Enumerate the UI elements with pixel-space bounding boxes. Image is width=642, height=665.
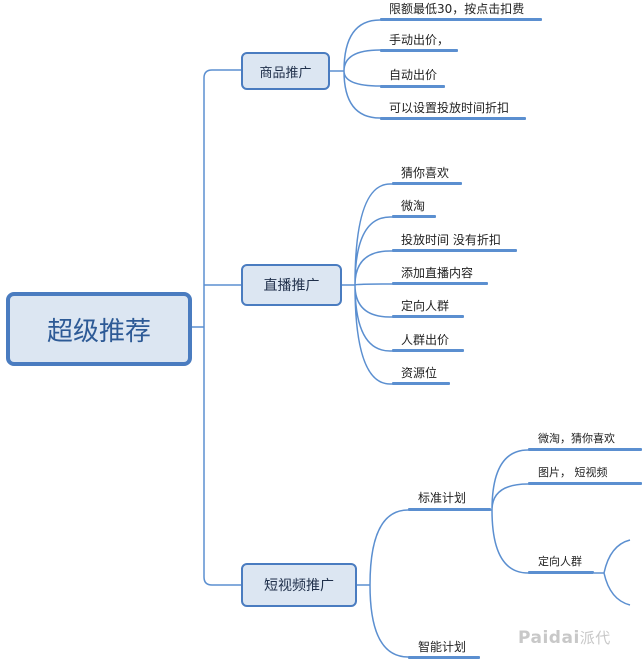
leaf-underline	[408, 656, 480, 659]
branch-live-promotion[interactable]: 直播推广	[241, 264, 342, 306]
connector-target-tail	[594, 539, 631, 606]
root-label: 超级推荐	[46, 316, 151, 347]
leaf-standard-1[interactable]: 图片， 短视频	[538, 466, 608, 479]
connector-live-fan	[342, 183, 394, 385]
branch-label: 短视频推广	[264, 578, 334, 594]
watermark-latin: Paidai	[518, 628, 580, 648]
leaf-underline	[528, 482, 642, 485]
leaf-underline	[392, 215, 436, 218]
leaf-product-0[interactable]: 限额最低30，按点击扣费	[389, 2, 525, 16]
leaf-underline	[392, 349, 464, 352]
leaf-live-2[interactable]: 投放时间 没有折扣	[401, 233, 501, 247]
leaf-live-4[interactable]: 定向人群	[401, 299, 450, 313]
leaf-underline	[392, 249, 517, 252]
leaf-underline	[408, 508, 491, 511]
leaf-standard-2[interactable]: 定向人群	[538, 555, 582, 568]
leaf-live-1[interactable]: 微淘	[401, 199, 426, 213]
root-node[interactable]: 超级推荐	[6, 292, 192, 366]
leaf-product-3[interactable]: 可以设置投放时间折扣	[389, 101, 510, 115]
leaf-standard-0[interactable]: 微淘，猜你喜欢	[538, 432, 615, 445]
leaf-live-3[interactable]: 添加直播内容	[401, 266, 474, 280]
branch-video-promotion[interactable]: 短视频推广	[241, 563, 357, 607]
leaf-underline	[392, 315, 464, 318]
paidai-watermark: Paidai派代	[518, 627, 611, 648]
connector-product-fan	[330, 19, 388, 119]
leaf-underline	[380, 49, 458, 52]
connector-trunk	[203, 69, 241, 586]
leaf-product-2[interactable]: 自动出价	[389, 68, 438, 82]
leaf-underline	[392, 282, 488, 285]
leaf-product-1[interactable]: 手动出价，	[389, 33, 450, 47]
leaf-underline	[528, 571, 594, 574]
leaf-underline	[380, 117, 526, 120]
leaf-underline	[392, 182, 462, 185]
leaf-live-6[interactable]: 资源位	[401, 366, 438, 380]
subbranch-standard-plan[interactable]: 标准计划	[418, 491, 467, 505]
leaf-live-0[interactable]: 猜你喜欢	[401, 166, 450, 180]
branch-product-promotion[interactable]: 商品推广	[241, 52, 330, 90]
branch-label: 直播推广	[263, 278, 320, 294]
branch-label: 商品推广	[259, 65, 312, 81]
leaf-underline	[380, 85, 445, 88]
connector-video-fan	[357, 509, 410, 658]
leaf-live-5[interactable]: 人群出价	[401, 333, 450, 347]
leaf-underline	[528, 448, 642, 451]
connector-standard-fan	[490, 449, 530, 574]
leaf-underline	[392, 382, 450, 385]
subbranch-smart-plan[interactable]: 智能计划	[418, 640, 467, 654]
watermark-cn: 派代	[579, 629, 611, 647]
leaf-underline	[380, 18, 542, 21]
